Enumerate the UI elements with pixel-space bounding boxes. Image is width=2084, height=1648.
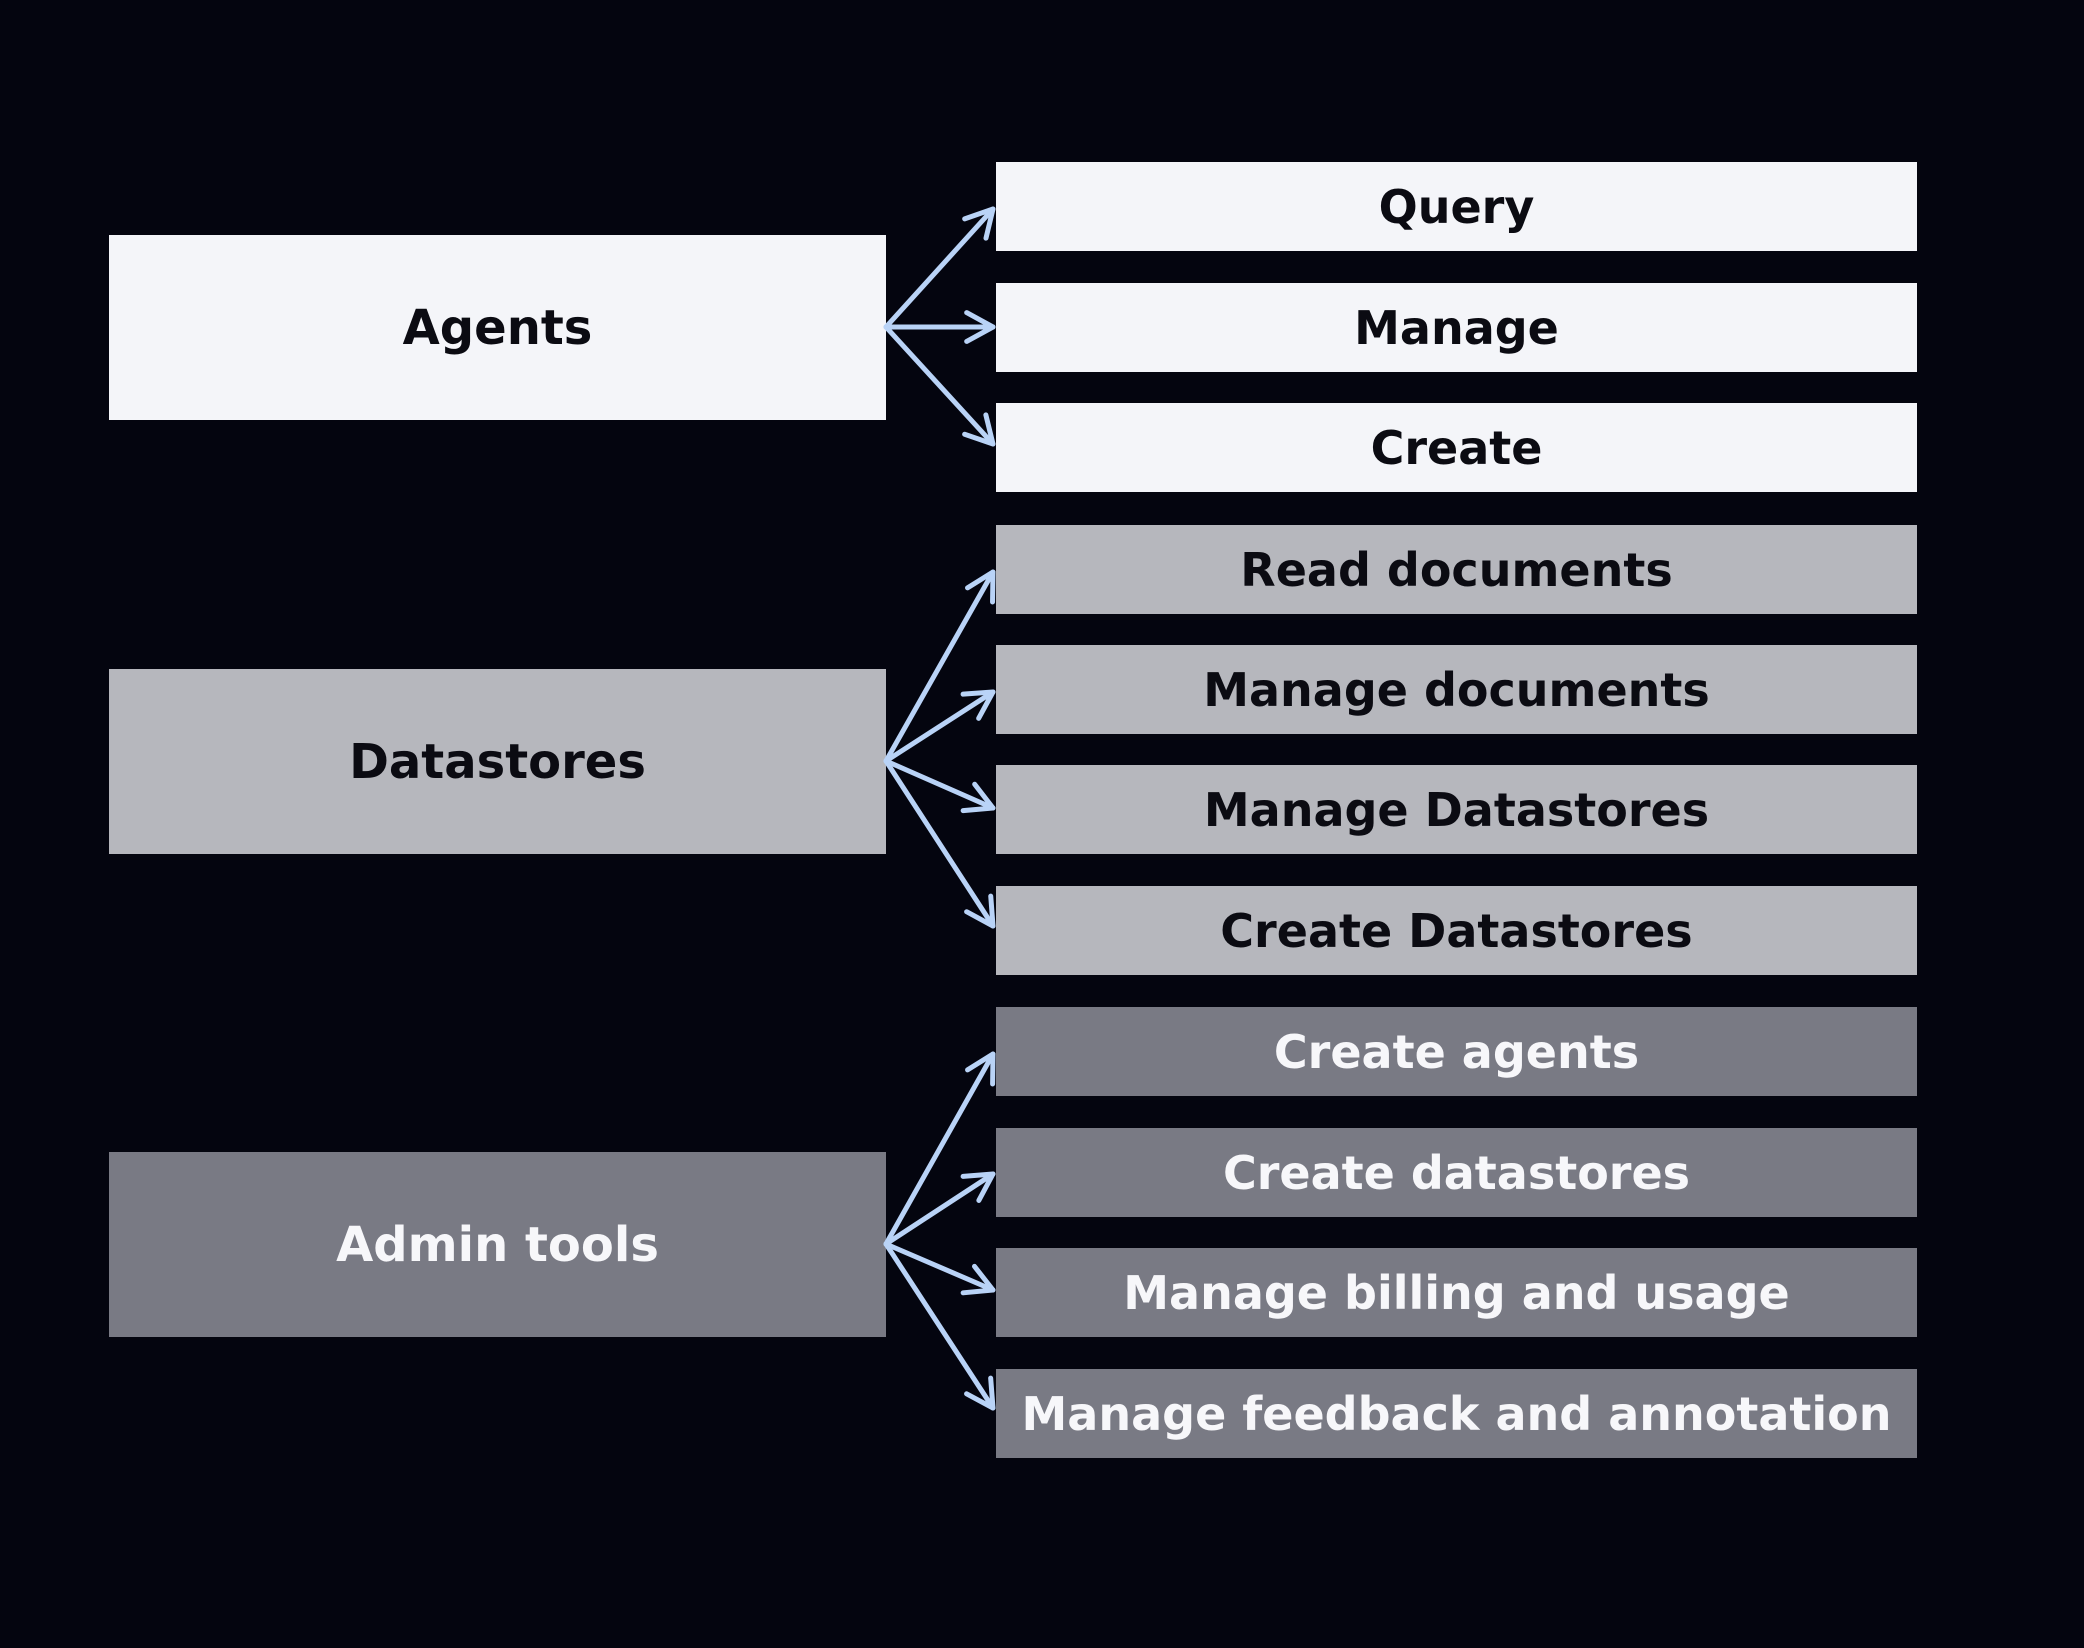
arrow-group-datastores [883, 569, 996, 929]
arrow-admin-to-manage-feedback [883, 1241, 996, 1411]
item-box-manage-feedback-and-annotation: Manage feedback and annotation [996, 1369, 1917, 1458]
arrow-admin-to-create-agents-head [965, 1051, 996, 1087]
arrow-group-admin-tools [883, 1051, 996, 1411]
arrow-admin-to-create-datastores [883, 1171, 996, 1247]
arrow-datastores-to-manage-datastores [883, 758, 996, 811]
arrow-agents-to-create [883, 324, 996, 447]
arrow-group-agents [883, 206, 996, 447]
arrow-agents-to-query-head [962, 206, 996, 241]
arrow-datastores-to-manage-datastores-head [960, 781, 996, 814]
arrow-agents-to-create-head [962, 412, 996, 447]
item-box-read-documents: Read documents [996, 525, 1917, 614]
group-box-agents: Agents [109, 235, 886, 420]
item-box-create-datastores-admin: Create datastores [996, 1128, 1917, 1217]
arrow-agents-to-manage-head [964, 310, 996, 344]
arrow-admin-to-create-agents [883, 1051, 996, 1247]
arrow-admin-to-manage-billing [883, 1241, 996, 1293]
arrow-admin-to-manage-billing-head [960, 1263, 996, 1296]
arrow-datastores-to-manage-documents-head [960, 689, 996, 721]
item-box-manage-datastores: Manage Datastores [996, 765, 1917, 854]
item-box-query: Query [996, 162, 1917, 251]
arrow-admin-to-create-datastores-head [960, 1171, 996, 1203]
item-box-create-datastores: Create Datastores [996, 886, 1917, 975]
group-box-admin-tools: Admin tools [109, 1152, 886, 1337]
item-box-manage-documents: Manage documents [996, 645, 1917, 734]
group-box-datastores: Datastores [109, 669, 886, 854]
item-box-manage: Manage [996, 283, 1917, 372]
arrow-agents-to-query [883, 206, 996, 330]
item-box-create-agents: Create agents [996, 1007, 1917, 1096]
item-box-manage-billing-and-usage: Manage billing and usage [996, 1248, 1917, 1337]
item-box-create: Create [996, 403, 1917, 492]
arrow-datastores-to-manage-documents [883, 689, 996, 764]
arrow-datastores-to-read-documents-head [965, 569, 996, 605]
arrow-datastores-to-read-documents [883, 569, 996, 764]
arrow-datastores-to-create-datastores [883, 758, 996, 929]
arrow-datastores-to-create-datastores-head [964, 893, 996, 929]
arrow-admin-to-manage-feedback-head [964, 1375, 996, 1411]
